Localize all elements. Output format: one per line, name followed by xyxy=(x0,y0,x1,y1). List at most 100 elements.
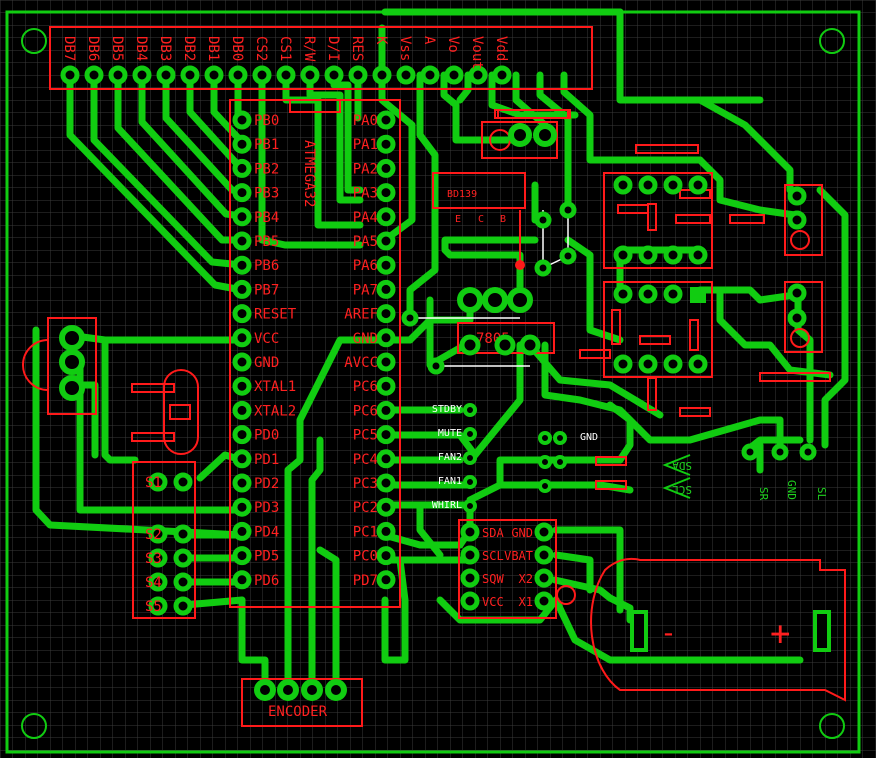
mcu-right-pin-label: PA7 xyxy=(353,282,378,298)
mcu-left-pin-pad xyxy=(232,134,252,154)
rtc-pin-label: VCC xyxy=(482,595,504,609)
mcu-part-label: ATMEGA32 xyxy=(301,140,317,207)
mcu-right-pin-label: PA0 xyxy=(353,113,378,129)
mcu-left-pin-label: XTAL1 xyxy=(254,379,296,395)
switch-label: S2 xyxy=(145,527,162,543)
mcu-right-pin-label: PC2 xyxy=(353,500,378,516)
header-pin-label: R/W xyxy=(301,36,317,62)
mcu-left-pin-label: PD4 xyxy=(254,524,279,540)
header-pin-pad xyxy=(420,65,440,85)
switch-pin-pad xyxy=(148,548,168,568)
battery-minus: - xyxy=(660,616,677,649)
header-pin-label: DB1 xyxy=(205,36,221,61)
mcu-left-pin-pad xyxy=(232,110,252,130)
header-pin-pad xyxy=(468,65,488,85)
switch-pin-pad xyxy=(148,524,168,544)
header-pin-pad xyxy=(300,65,320,85)
rtc-pin-label: X1 xyxy=(519,595,533,609)
ic-pin1-pad xyxy=(690,287,706,303)
switch-label: S4 xyxy=(145,575,162,591)
mcu-left-pin-label: PD0 xyxy=(254,428,279,444)
header-pin-pad xyxy=(348,65,368,85)
pc-signal-label: FAN2 xyxy=(438,452,462,463)
mcu-right-pin-pad xyxy=(376,183,396,203)
mcu-left-pin-pad xyxy=(232,546,252,566)
lcd-header-outline xyxy=(49,26,593,90)
rtc-pin-pad xyxy=(534,545,554,565)
crystal-area xyxy=(131,369,199,455)
mcu-left-pin-pad xyxy=(232,207,252,227)
mcu-right-pin-pad xyxy=(376,304,396,324)
mcu-right-pin-label: GND xyxy=(353,331,378,347)
header-pin-pad xyxy=(60,65,80,85)
header-pin-pad xyxy=(204,65,224,85)
mcu-left-pin-pad xyxy=(232,521,252,541)
header-pin-label: CS2 xyxy=(253,36,269,61)
mcu-left-pin-label: PB1 xyxy=(254,137,279,153)
i2c-label-gnd: GND xyxy=(580,432,598,443)
mcu-right-pin-label: PA3 xyxy=(353,186,378,202)
header-pin-pad xyxy=(492,65,512,85)
battery-holder: - + xyxy=(590,557,846,702)
header-pin-label: RES xyxy=(349,36,365,61)
pc-signal-pad xyxy=(463,475,477,489)
transistor-pin-c: C xyxy=(478,214,484,225)
rtc-pin-pad xyxy=(460,545,480,565)
amp-label-sr: SR xyxy=(757,487,770,501)
switch-pin-pad xyxy=(173,548,193,568)
amp-label-sl: SL xyxy=(815,487,828,501)
mcu-right-pin-pad xyxy=(376,570,396,590)
mcu-left-pin-pad xyxy=(232,400,252,420)
mcu-right-pin-pad xyxy=(376,352,396,372)
switch-label: S3 xyxy=(145,551,162,567)
mcu-right-pin-pad xyxy=(376,158,396,178)
amp-label-gnd: GND xyxy=(785,480,798,500)
mcu-right-pin-pad xyxy=(376,425,396,445)
header-pin-label: K xyxy=(373,36,389,45)
switch-pin-pad xyxy=(173,572,193,592)
mcu-left-pin-pad xyxy=(232,425,252,445)
mcu-notch xyxy=(289,99,341,113)
mcu-right-pin-label: PC4 xyxy=(353,452,378,468)
header-pin-label: DB2 xyxy=(181,36,197,61)
mcu-right-pin-label: AREF xyxy=(344,307,378,323)
mcu-right-pin-pad xyxy=(376,521,396,541)
header-pin-pad xyxy=(180,65,200,85)
mcu-right-pin-label: PC6 xyxy=(353,379,378,395)
mcu-right-pin-pad xyxy=(376,255,396,275)
battery-plus: + xyxy=(770,614,790,654)
header-pin-pad xyxy=(156,65,176,85)
mcu-left-pin-pad xyxy=(232,304,252,324)
switch-pin-pad xyxy=(148,596,168,616)
header-pin-label: DB7 xyxy=(61,36,77,61)
pc-signal-label: STDBY xyxy=(432,404,462,415)
rtc-pin-label: SQW xyxy=(482,572,504,586)
mcu-ic: ATMEGA32 PB0PB1PB2PB3PB4PB5PB6PB7RESETVC… xyxy=(229,99,401,608)
switch-pin-pad xyxy=(173,596,193,616)
header-pin-pad xyxy=(132,65,152,85)
pc-signal-pad xyxy=(463,403,477,417)
rtc-pin-label: SCL xyxy=(482,549,504,563)
encoder-connector: ENCODER xyxy=(241,678,363,727)
mcu-left-pin-label: PB2 xyxy=(254,161,279,177)
mcu-left-pin-pad xyxy=(232,255,252,275)
header-pin-pad xyxy=(84,65,104,85)
rtc-pin-pad xyxy=(534,591,554,611)
mcu-left-pin-pad xyxy=(232,449,252,469)
mcu-left-pin-label: PB5 xyxy=(254,234,279,250)
mcu-left-pin-pad xyxy=(232,279,252,299)
mcu-right-pin-label: PA1 xyxy=(353,137,378,153)
mcu-right-pin-label: PC3 xyxy=(353,476,378,492)
mcu-left-pin-label: RESET xyxy=(254,307,297,323)
pc-signal-label: FAN1 xyxy=(438,476,462,487)
rtc-pin-label: SDA xyxy=(482,526,504,540)
mcu-left-pin-pad xyxy=(232,352,252,372)
header-pin-label: D/I xyxy=(325,36,341,61)
mcu-right-pin-pad xyxy=(376,546,396,566)
mcu-right-pin-pad xyxy=(376,400,396,420)
header-pin-label: DB6 xyxy=(85,36,101,61)
pc-signal-pad xyxy=(463,451,477,465)
